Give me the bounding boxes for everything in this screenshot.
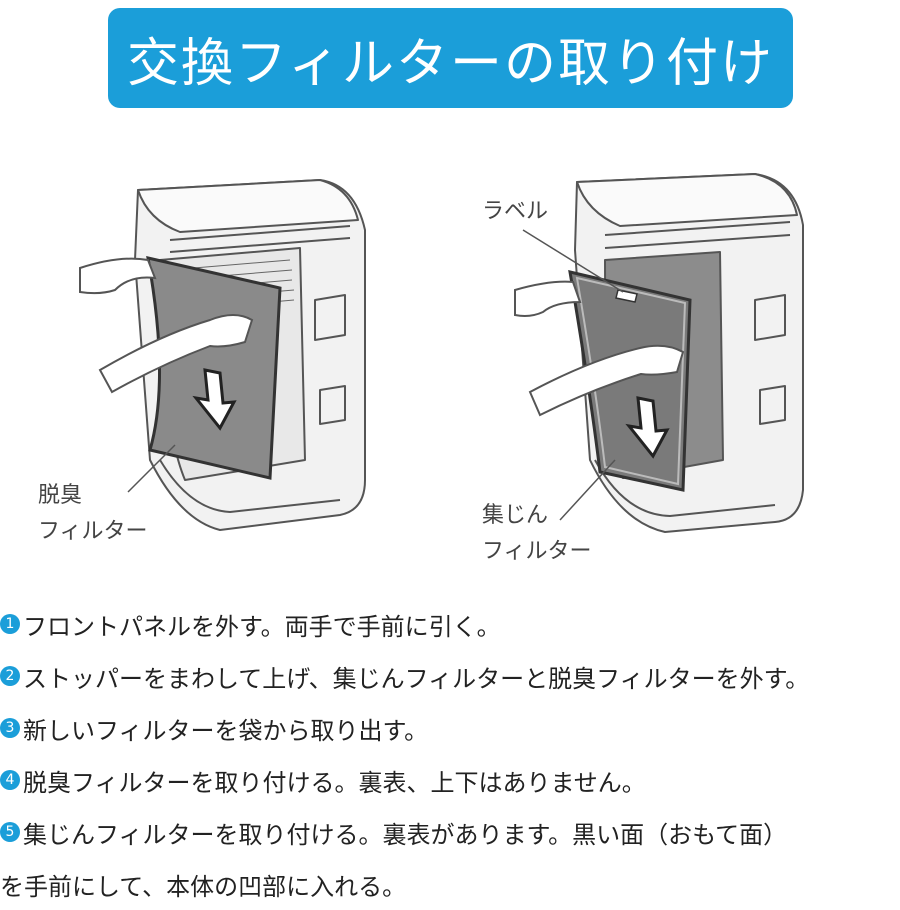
title-banner: 交換フィルターの取り付け bbox=[108, 8, 793, 108]
step-number-badge: 5 bbox=[0, 822, 20, 842]
step-number-badge: 2 bbox=[0, 666, 20, 686]
step-4: 4 脱臭フィルターを取り付ける。裏表、上下はありません。 bbox=[0, 754, 900, 806]
step-text: 集じんフィルターを取り付ける。裏表があります。黒い面（おもて面） bbox=[23, 820, 788, 849]
dust-label-line1: 集じん bbox=[482, 503, 549, 528]
step-5-continuation: を手前にして、本体の凹部に入れる。 bbox=[0, 858, 900, 910]
step-3: 3 新しいフィルターを袋から取り出す。 bbox=[0, 702, 900, 754]
step-5: 5 集じんフィルターを取り付ける。裏表があります。黒い面（おもて面） bbox=[0, 806, 900, 858]
instruction-steps: 1 フロントパネルを外す。両手で手前に引く。 2 ストッパーをまわして上げ、集じ… bbox=[0, 598, 900, 910]
step-text: を手前にして、本体の凹部に入れる。 bbox=[0, 872, 407, 901]
dust-filter-label: 集じん フィルター bbox=[482, 498, 592, 570]
step-text: 新しいフィルターを袋から取り出す。 bbox=[23, 716, 429, 745]
step-text: 脱臭フィルターを取り付ける。裏表、上下はありません。 bbox=[23, 768, 646, 797]
deodorizing-label-line1: 脱臭 bbox=[38, 483, 83, 508]
dust-filter-illustration bbox=[455, 160, 885, 580]
step-1: 1 フロントパネルを外す。両手で手前に引く。 bbox=[0, 598, 900, 650]
page-title: 交換フィルターの取り付け bbox=[127, 33, 774, 94]
step-number-badge: 3 bbox=[0, 718, 20, 738]
deodorizing-filter-label: 脱臭 フィルター bbox=[38, 478, 148, 550]
step-number-badge: 4 bbox=[0, 770, 20, 790]
purifier-drawing-right bbox=[514, 173, 804, 533]
purifier-drawing-left bbox=[79, 179, 366, 531]
step-text: フロントパネルを外す。両手で手前に引く。 bbox=[23, 612, 501, 641]
deodorizing-filter-illustration bbox=[20, 160, 420, 580]
label-sticker-callout: ラベル bbox=[482, 199, 549, 224]
deodorizing-label-line2: フィルター bbox=[38, 519, 148, 544]
dust-label-line2: フィルター bbox=[482, 539, 592, 564]
step-number-badge: 1 bbox=[0, 614, 20, 634]
step-2: 2 ストッパーをまわして上げ、集じんフィルターと脱臭フィルターを外す。 bbox=[0, 650, 900, 702]
step-text: ストッパーをまわして上げ、集じんフィルターと脱臭フィルターを外す。 bbox=[23, 664, 810, 693]
